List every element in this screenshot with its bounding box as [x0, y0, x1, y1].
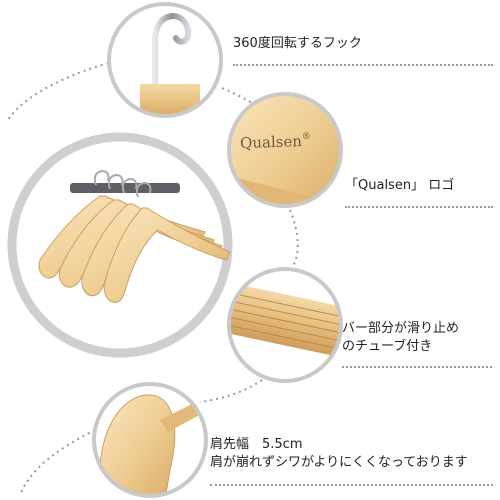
- feature-logo-label: 「Qualsen」 ロゴ: [345, 177, 454, 195]
- hook-detail-circle: [107, 2, 223, 118]
- shoulder-detail-circle: [92, 382, 208, 498]
- feature-shoulder-text-line1: 肩先幅 5.5cm: [210, 437, 303, 452]
- feature-logo-text: 「Qualsen」 ロゴ: [345, 178, 455, 193]
- hook-underline: [233, 64, 493, 66]
- feature-hook-label: 360度回転するフック: [233, 35, 362, 53]
- feature-shoulder-label: 肩先幅 5.5cm 肩が崩れずシワがよりにくくなっております: [210, 436, 468, 472]
- feature-shoulder-text-line2: 肩が崩れずシワがよりにくくなっております: [210, 455, 468, 470]
- feature-bar-text-line1: バー部分が滑り止め: [342, 321, 460, 336]
- registered-mark: ®: [301, 131, 311, 143]
- bar-detail-circle: [227, 267, 343, 383]
- bar-underline: [342, 366, 492, 368]
- shoulder-underline: [210, 484, 493, 486]
- logo-detail-circle: [227, 92, 343, 208]
- brand-engraving: Qualsen®: [240, 132, 312, 152]
- feature-hook-text: 360度回転するフック: [233, 36, 362, 51]
- swivel-hook-icon: [152, 13, 192, 88]
- feature-bar-label: バー部分が滑り止め のチューブ付き: [342, 320, 459, 356]
- logo-underline: [345, 206, 493, 208]
- clothes-rod: [70, 183, 180, 193]
- hanger-stack: [38, 169, 231, 303]
- brand-text: Qualsen: [239, 132, 303, 153]
- feature-bar-text-line2: のチューブ付き: [342, 339, 433, 354]
- main-hanger-ring: [7, 132, 233, 358]
